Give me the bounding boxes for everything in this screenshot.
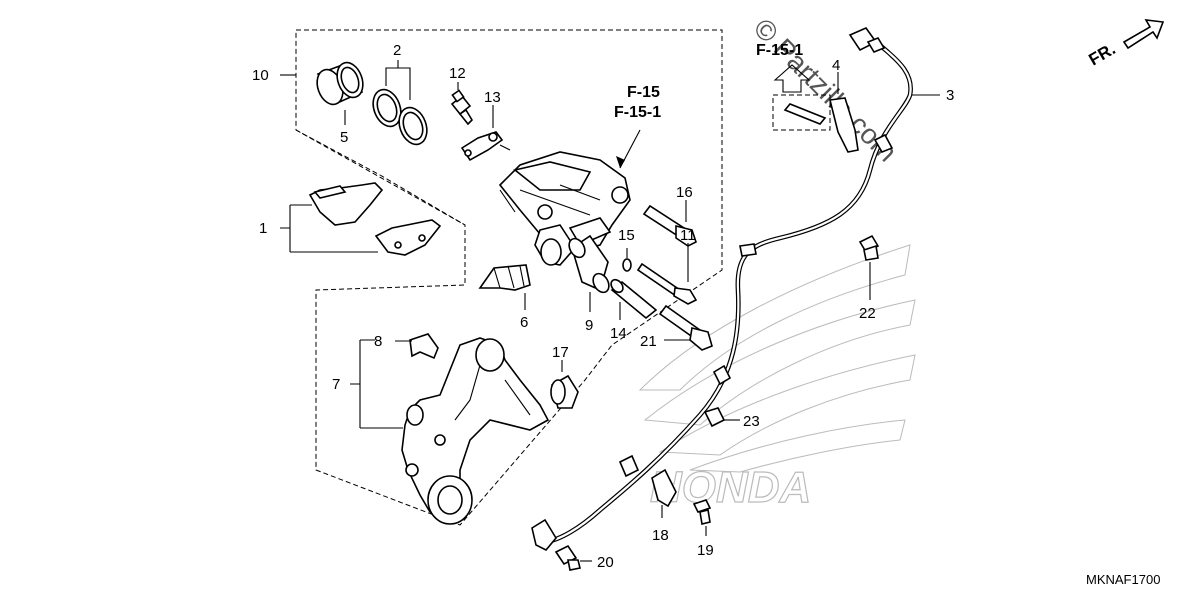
callout-16: 16: [676, 184, 693, 201]
callout-23: 23: [743, 413, 760, 430]
callout-20: 20: [597, 554, 614, 571]
piston-seal-set: [372, 88, 428, 146]
brake-caliper: [498, 144, 631, 266]
callout-18: 18: [652, 527, 669, 544]
diagram-code: MKNAF1700: [1086, 572, 1160, 587]
callout-1: 1: [259, 220, 267, 237]
callout-12: 12: [449, 65, 466, 82]
callout-9: 9: [585, 317, 593, 334]
callout-2: 2: [393, 42, 401, 59]
caliper-pin-bolt: [642, 204, 697, 247]
callout-6: 6: [520, 314, 528, 331]
callout-22: 22: [859, 305, 876, 322]
front-arrow-icon: [1122, 19, 1165, 50]
cable-clip: [858, 234, 880, 261]
callout-15: 15: [618, 227, 635, 244]
callout-3: 3: [946, 87, 954, 104]
callout-11: 11: [680, 227, 696, 244]
piston: [316, 61, 364, 106]
reference-box: [772, 94, 831, 131]
caliper-bracket: [401, 337, 550, 525]
pad-retainer: [409, 333, 439, 360]
callout-14: 14: [610, 325, 627, 342]
caliper-group-outline: [295, 29, 723, 526]
brake-pad-set: [308, 182, 442, 256]
front-direction-indicator: FR.: [1086, 19, 1165, 69]
bleeder-cap: [460, 131, 504, 162]
callout-7: 7: [332, 376, 340, 393]
caliper-boot: [568, 234, 610, 294]
bracket-reference: F-15-1: [756, 42, 803, 59]
pad-spring: [478, 264, 531, 291]
cable-guide-clip: [703, 407, 726, 428]
mounting-bolt: [658, 304, 713, 351]
clamp-bolt: [692, 499, 712, 525]
wheel-speed-sensor-cable: [531, 27, 913, 551]
caliper-pin: [636, 262, 698, 305]
callout-21: 21: [640, 333, 657, 350]
bleeder-valve: [450, 89, 474, 126]
callout-19: 19: [697, 542, 714, 559]
callout-10: 10: [252, 67, 269, 84]
sleeve: [610, 278, 658, 320]
callout-8: 8: [374, 333, 382, 350]
caliper-reference-2: F-15-1: [614, 104, 661, 121]
callout-4: 4: [832, 57, 840, 74]
callout-5: 5: [340, 129, 348, 146]
honda-wing-watermark: HONDA: [638, 244, 916, 513]
callout-13: 13: [484, 89, 501, 106]
cable-clamp: [651, 468, 677, 508]
washer: [622, 258, 632, 272]
sensor-bolt: [554, 544, 581, 571]
caliper-reference-1: F-15: [627, 84, 660, 101]
front-direction-label: FR.: [1086, 39, 1119, 69]
callout-17: 17: [552, 344, 569, 361]
cable-clamp-bracket: [783, 97, 859, 153]
caliper-bracket-rubber: [550, 374, 579, 409]
honda-brand-watermark: HONDA: [650, 463, 811, 512]
